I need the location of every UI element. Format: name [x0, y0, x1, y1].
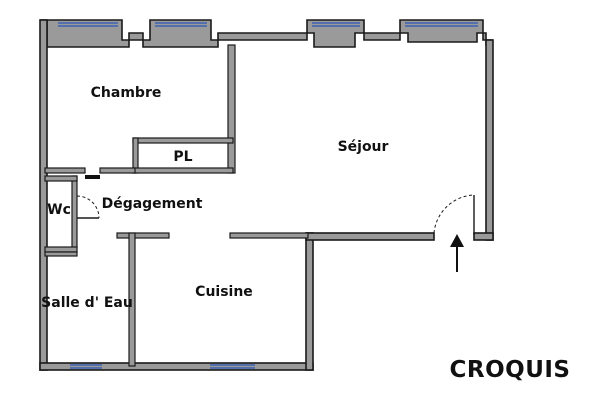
room-label-salle-eau: Salle d' Eau [41, 295, 133, 311]
room-label-degagement: Dégagement [102, 196, 203, 212]
arrow-up-icon [450, 234, 464, 272]
wc-door-swing-icon [76, 195, 100, 219]
room-label-cuisine: Cuisine [195, 284, 253, 300]
room-label-wc: Wc [47, 202, 71, 218]
interior-partitions [44, 44, 309, 367]
windows [58, 22, 478, 369]
exterior-walls [39, 19, 494, 371]
door-jamb [85, 175, 100, 179]
door-swing-icon [433, 194, 475, 235]
room-label-sejour: Séjour [338, 139, 389, 155]
room-label-pl: PL [173, 149, 192, 165]
plan-title: CROQUIS [450, 357, 571, 383]
room-label-chambre: Chambre [91, 85, 162, 101]
